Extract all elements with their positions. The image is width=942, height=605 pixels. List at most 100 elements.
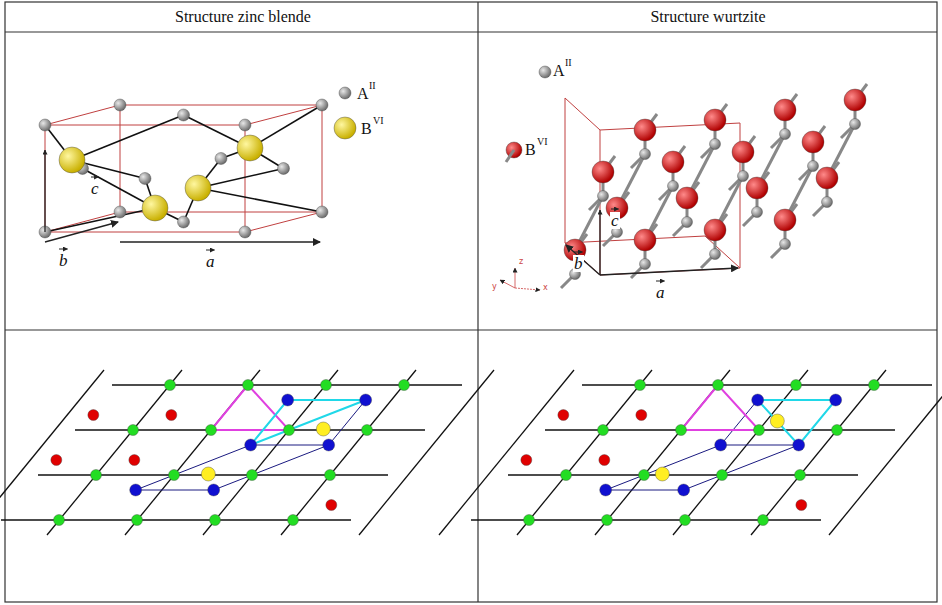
atom-label: VI: [373, 116, 384, 126]
bond-line: [515, 268, 516, 288]
vector-label: b: [58, 252, 69, 269]
atom: [166, 410, 177, 421]
wurtzite-cell: [500, 66, 867, 290]
bond-line: [198, 188, 322, 212]
atom: [323, 439, 335, 451]
bond-line: [72, 115, 184, 160]
bond-line: [322, 105, 323, 212]
atom: [282, 394, 294, 406]
atom: [780, 129, 791, 140]
vector-arrow: [574, 252, 583, 253]
atom: [816, 167, 838, 189]
atom: [704, 109, 726, 131]
atom: [208, 484, 220, 496]
atom: [676, 187, 698, 209]
atom: [822, 197, 833, 208]
axis-label: y: [492, 283, 497, 291]
axis-label: z: [519, 258, 523, 266]
bond-line: [44, 150, 45, 232]
atom: [185, 175, 211, 201]
bond-line: [517, 370, 652, 535]
atom: [54, 515, 65, 526]
atom: [114, 99, 126, 111]
atom: [713, 380, 724, 391]
atom-label: VI: [537, 137, 548, 147]
atom: [704, 219, 726, 241]
atom: [51, 455, 62, 466]
bond-line: [359, 370, 494, 535]
bond-line: [606, 490, 684, 491]
atom: [288, 515, 299, 526]
atom: [592, 161, 614, 183]
vector-label: a: [205, 253, 216, 270]
atom-label: A: [357, 86, 369, 102]
vector-arrow: [206, 250, 215, 251]
atom: [795, 470, 806, 481]
atom: [521, 455, 532, 466]
bond-line: [203, 370, 338, 535]
lattice-projection: [0, 370, 942, 535]
atom: [710, 139, 721, 150]
atom: [142, 195, 168, 221]
atom: [558, 410, 569, 421]
atom: [360, 394, 372, 406]
atom: [399, 380, 410, 391]
bond-line: [120, 241, 320, 242]
atom: [832, 425, 843, 436]
bond-line: [566, 245, 600, 275]
atom-label: A: [553, 63, 565, 79]
atom: [139, 173, 151, 185]
atom: [602, 515, 613, 526]
bond-line: [245, 212, 322, 232]
atom: [243, 380, 254, 391]
bond-line: [606, 445, 721, 490]
atom-label: II: [369, 81, 376, 91]
atom: [524, 515, 535, 526]
atom: [316, 206, 328, 218]
atom: [802, 131, 824, 153]
bond-line: [751, 370, 886, 535]
axis-label: x: [543, 284, 548, 292]
bond-line: [120, 105, 121, 212]
atom: [655, 467, 669, 481]
bond-line: [684, 445, 799, 490]
zinc-blende-cell: [39, 87, 356, 242]
bond-line: [565, 98, 566, 243]
atom: [210, 515, 221, 526]
atom: [676, 425, 687, 436]
atom-label: B: [361, 121, 372, 137]
atom: [201, 467, 215, 481]
atom: [668, 181, 679, 192]
atom: [774, 209, 796, 231]
atom: [780, 239, 791, 250]
bond-line: [829, 370, 942, 535]
atom: [808, 161, 819, 172]
atom: [114, 206, 126, 218]
atom: [247, 470, 258, 481]
atom: [850, 119, 861, 130]
atom: [752, 207, 763, 218]
atom: [362, 425, 373, 436]
atom: [334, 117, 356, 139]
atom: [640, 149, 651, 160]
bond-line: [120, 105, 322, 106]
atom: [634, 229, 656, 251]
atom-label: II: [565, 58, 572, 68]
bond-line: [214, 445, 329, 490]
atom: [59, 147, 85, 173]
bond-line: [721, 445, 799, 446]
bond-line: [45, 125, 245, 126]
bond-line: [245, 105, 322, 125]
bond-line: [45, 208, 155, 232]
atom: [239, 226, 251, 238]
atom: [710, 249, 721, 260]
vector-label: b: [573, 255, 584, 272]
vector-arrow: [611, 209, 619, 210]
bond-line: [45, 232, 245, 233]
vector-arrow: [656, 281, 665, 282]
bond-line: [600, 268, 740, 275]
unit-triangle: [758, 400, 836, 445]
atom: [662, 151, 684, 173]
atom: [717, 470, 728, 481]
atom: [539, 66, 551, 78]
